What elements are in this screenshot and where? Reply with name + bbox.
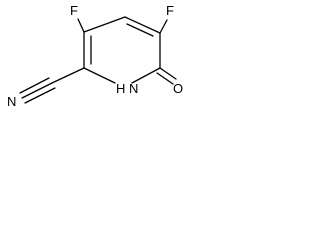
bond-c5-f-right	[159, 19, 168, 34]
bond-c3-f-left	[77, 18, 85, 33]
atom-label-oxygen: O	[173, 81, 183, 96]
atom-label-nitrogen-nitrile: N	[7, 94, 16, 109]
ring-bonds	[83, 16, 161, 84]
bond-c6-n1	[131, 67, 161, 84]
bond-n1-c2	[83, 67, 116, 84]
substituent-bonds	[19, 18, 177, 104]
atom-label-nitrogen-ring: N	[129, 81, 138, 96]
structure-canvas: F F N N H O	[0, 0, 190, 118]
bond-nitrile-2	[19, 77, 50, 94]
bond-c3-c4	[83, 16, 126, 33]
atom-labels: F F N N H O	[7, 3, 183, 109]
bond-nitrile-1	[21, 82, 53, 99]
bond-c4-c5	[124, 16, 161, 34]
bond-c2-cn	[51, 67, 85, 84]
bond-c6-o-b	[156, 72, 174, 85]
atom-label-fluorine-right: F	[166, 3, 174, 18]
bond-c6-o-a	[159, 67, 177, 80]
atom-label-fluorine-left: F	[70, 3, 78, 18]
molecule-structure: F F N N H O	[7, 3, 183, 109]
atom-label-hydrogen-nh: H	[116, 81, 125, 96]
bond-nitrile-3	[24, 87, 56, 104]
bond-c4-c5-inner	[126, 23, 154, 37]
